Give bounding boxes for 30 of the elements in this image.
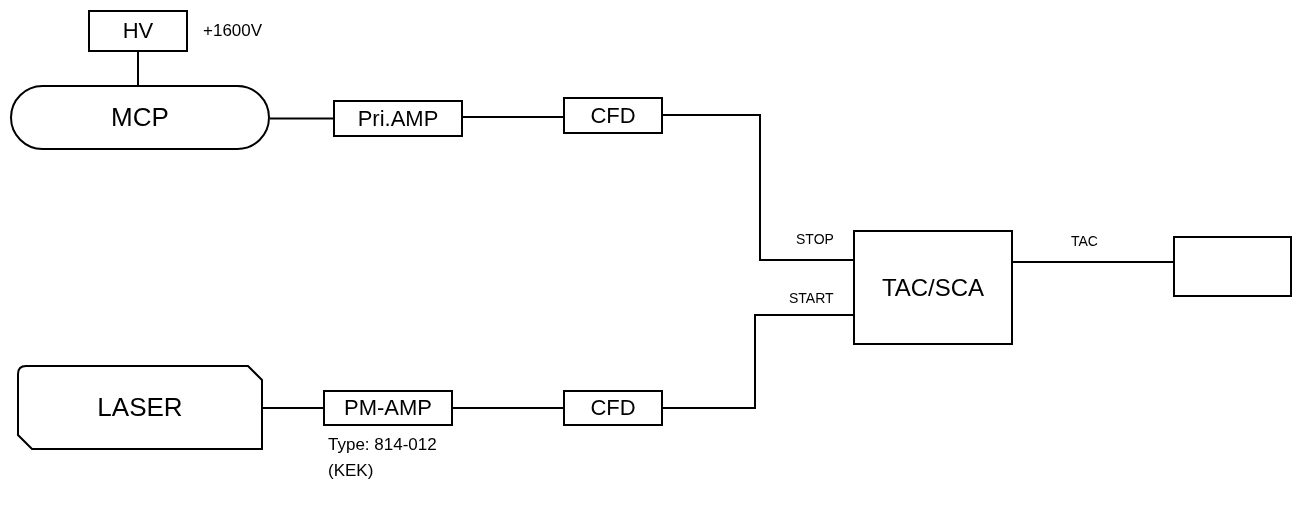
edge-label: STOP [795,232,835,246]
node-label: CFD [590,101,636,130]
process-box [88,10,188,52]
process-box [563,97,663,134]
connector-line [662,114,854,261]
connector-line [452,407,564,409]
process-box [323,390,453,426]
node-label: CFD [590,394,636,422]
node-label: Pri.AMP [357,104,439,133]
node-note: Type: 814-012 [328,434,437,456]
node-label: PM-AMP [344,394,432,422]
process-box [1173,236,1292,297]
node-label: TAC/SCA [881,272,985,303]
edge-label: TAC [1070,234,1099,248]
laser-node [17,365,263,450]
node-label: MCP [111,101,169,134]
process-box [563,390,663,426]
node-label: LASER [97,391,183,424]
process-box [853,230,1013,345]
connector-line [662,314,854,409]
process-box [333,100,463,137]
connector-line [269,117,334,120]
connector-line [462,116,564,118]
node-note: (KEK) [328,460,375,482]
connector-line [137,51,139,86]
node-note: +1600V [203,20,263,42]
edge-label: START [788,291,835,305]
node-label: HV [122,17,154,45]
connector-line [262,407,324,409]
connector-line [1012,261,1174,263]
